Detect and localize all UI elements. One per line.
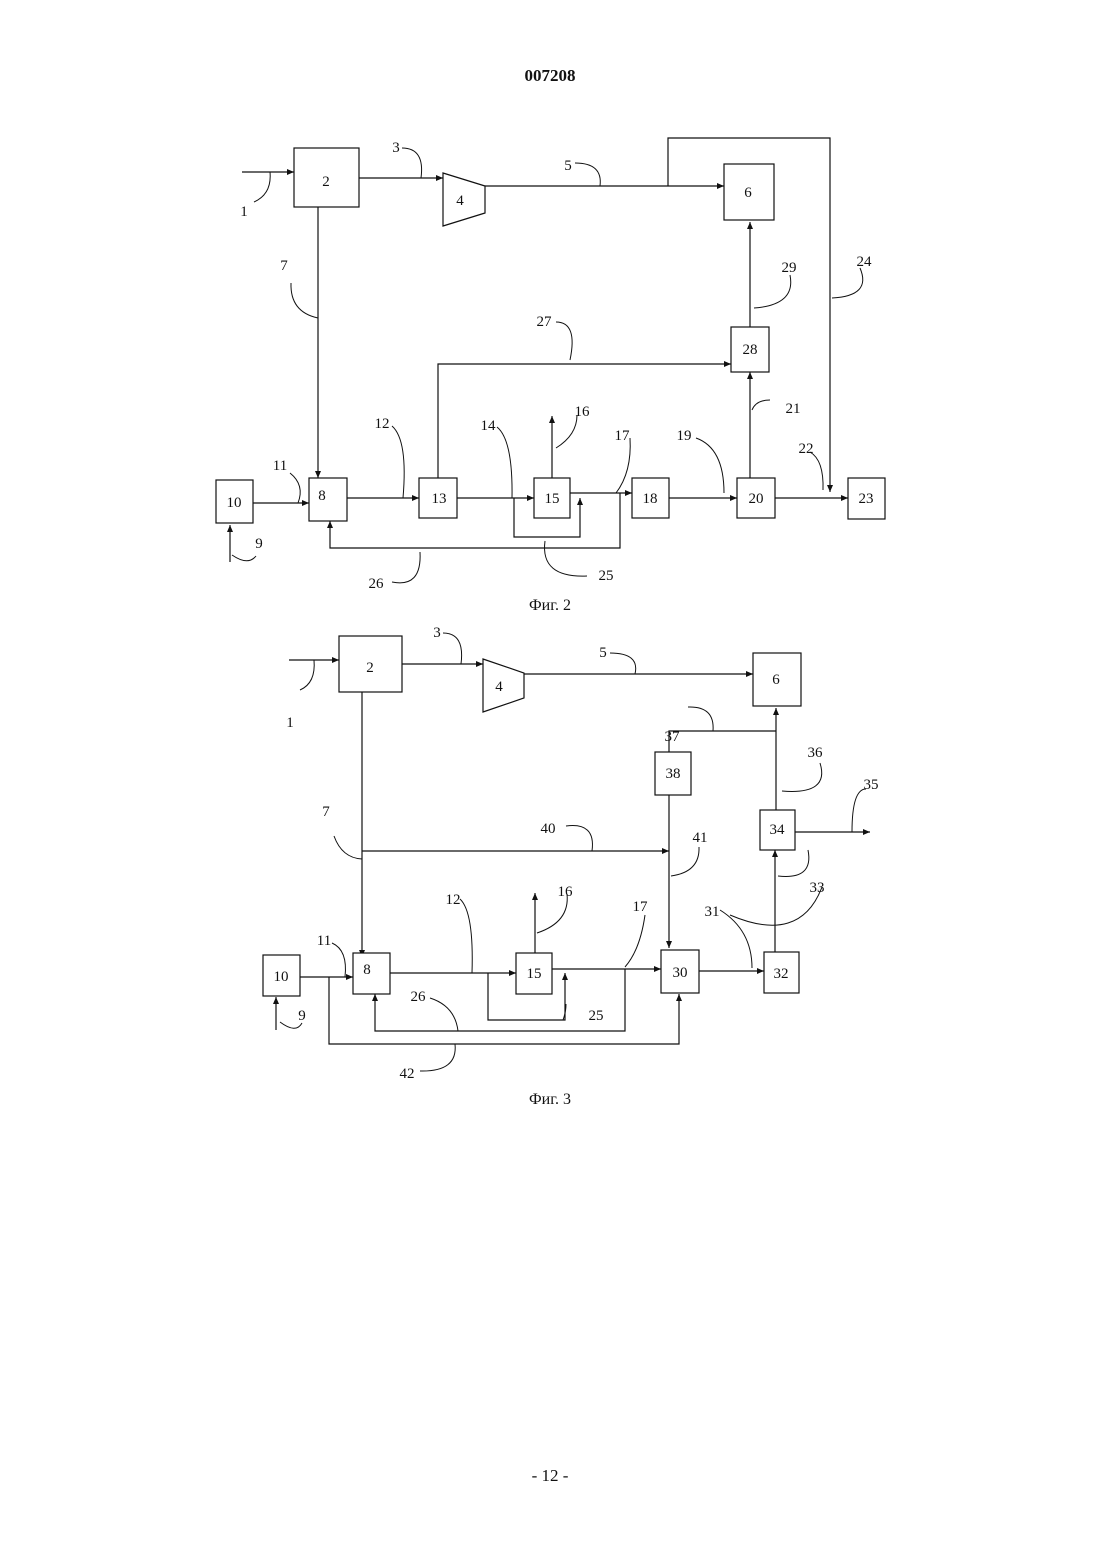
- fig2-block-18-label: 18: [643, 491, 658, 507]
- fig3-block-8-label: 8: [363, 962, 371, 978]
- fig3-label-3: 3: [433, 625, 441, 641]
- fig2-block-8: [309, 478, 347, 521]
- fig3-label-9: 9: [298, 1008, 306, 1024]
- fig3-label-1: 1: [286, 715, 294, 731]
- fig3-label-7: 7: [322, 804, 330, 820]
- fig2-block-10-label: 10: [227, 495, 242, 511]
- fig2-block-23-label: 23: [859, 491, 874, 507]
- fig2-block-2-label: 2: [322, 174, 330, 190]
- fig2-label-5: 5: [564, 158, 572, 174]
- fig3-label-25: 25: [589, 1008, 604, 1024]
- fig3-label-33: 33: [810, 880, 825, 896]
- fig2-block-8-label: 8: [318, 488, 326, 504]
- fig2-label-16: 16: [575, 404, 591, 420]
- fig2-block-15-label: 15: [545, 491, 560, 507]
- fig2-label-7: 7: [280, 258, 288, 274]
- fig2-label-11: 11: [273, 458, 287, 474]
- fig2-label-14: 14: [481, 418, 497, 434]
- fig3-block-30-label: 30: [673, 965, 688, 981]
- fig2-label-17: 17: [615, 428, 631, 444]
- page-number: - 12 -: [0, 1466, 1100, 1486]
- fig3-block-4: [483, 659, 524, 712]
- fig2-block-13-label: 13: [432, 491, 447, 507]
- fig3-block-32-label: 32: [774, 966, 789, 982]
- fig2-block-28-label: 28: [743, 342, 758, 358]
- fig3-block-34-label: 34: [770, 822, 786, 838]
- fig3-stream-37: [669, 731, 776, 752]
- figure-2: 2 4 6 28 10 8 13 15 18 20 23: [216, 138, 885, 614]
- fig3-label-11: 11: [317, 933, 331, 949]
- fig3-block-8: [353, 953, 390, 994]
- fig3-block-38-label: 38: [666, 766, 681, 782]
- fig2-block-6-label: 6: [744, 185, 752, 201]
- fig3-label-42: 42: [400, 1066, 415, 1082]
- fig2-label-27: 27: [537, 314, 553, 330]
- fig2-block-4: [443, 173, 485, 226]
- fig2-label-19: 19: [677, 428, 692, 444]
- fig3-label-36: 36: [808, 745, 824, 761]
- figure-3: 2 4 6 38 34 10 8 15 30 32: [263, 625, 879, 1108]
- fig2-label-25: 25: [599, 568, 614, 584]
- fig3-label-40: 40: [541, 821, 556, 837]
- fig3-label-12: 12: [446, 892, 461, 908]
- fig2-caption: Фиг. 2: [529, 597, 571, 614]
- fig3-label-5: 5: [599, 645, 607, 661]
- fig3-label-16: 16: [558, 884, 574, 900]
- fig2-label-1: 1: [240, 204, 248, 220]
- fig3-label-17: 17: [633, 899, 649, 915]
- fig2-label-9: 9: [255, 536, 263, 552]
- fig2-label-22: 22: [799, 441, 814, 457]
- fig3-block-4-label: 4: [495, 679, 503, 695]
- fig3-block-6-label: 6: [772, 672, 780, 688]
- fig3-block-10-label: 10: [274, 969, 289, 985]
- fig2-label-29: 29: [782, 260, 797, 276]
- fig3-label-41: 41: [693, 830, 708, 846]
- fig3-label-37: 37: [665, 729, 681, 745]
- fig3-label-35: 35: [864, 777, 879, 793]
- fig3-block-2-label: 2: [366, 660, 374, 676]
- fig2-stream-26: [330, 493, 620, 548]
- fig3-caption: Фиг. 3: [529, 1091, 571, 1108]
- fig2-label-26: 26: [369, 576, 385, 592]
- fig2-label-3: 3: [392, 140, 400, 156]
- fig2-block-20-label: 20: [749, 491, 764, 507]
- fig2-label-24: 24: [857, 254, 873, 270]
- fig2-block-4-label: 4: [456, 193, 464, 209]
- fig3-block-15-label: 15: [527, 966, 542, 982]
- fig2-label-21: 21: [786, 401, 801, 417]
- fig3-label-31: 31: [705, 904, 720, 920]
- fig2-label-12: 12: [375, 416, 390, 432]
- fig3-label-26: 26: [411, 989, 427, 1005]
